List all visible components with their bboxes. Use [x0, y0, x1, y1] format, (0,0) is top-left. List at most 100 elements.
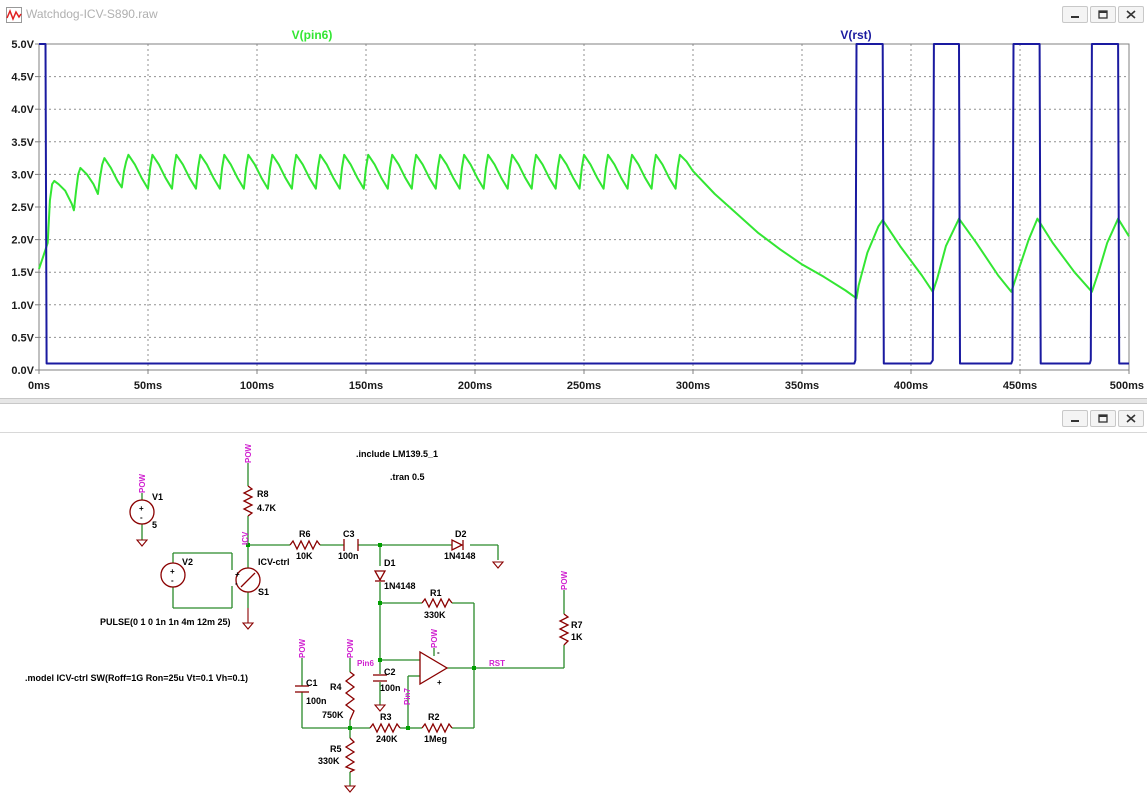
minimize-icon	[1071, 420, 1079, 422]
r6-name[interactable]: R6	[299, 529, 311, 539]
v2-name[interactable]: V2	[182, 557, 193, 567]
x-tick-label: 350ms	[785, 380, 819, 392]
opamp-symbol	[419, 650, 449, 686]
series-line-v-rst-[interactable]	[39, 43, 1129, 365]
ground-icon	[241, 622, 255, 630]
r4-value[interactable]: 750K	[322, 710, 344, 720]
ground-icon	[491, 561, 505, 569]
r1-value[interactable]: 330K	[424, 610, 446, 620]
r2-name[interactable]: R2	[428, 712, 440, 722]
switch-s1-plus: +	[235, 570, 240, 579]
y-tick-label: 3.0V	[11, 169, 34, 181]
d1-value[interactable]: 1N4148	[384, 581, 416, 591]
waveform-restore-button[interactable]	[1090, 6, 1116, 23]
r8-name[interactable]: R8	[257, 489, 269, 499]
schematic-close-button[interactable]	[1118, 410, 1144, 427]
r4-name[interactable]: R4	[330, 682, 342, 692]
net-label-pow-r8[interactable]: POW	[244, 443, 253, 463]
schematic-wires	[141, 463, 565, 786]
x-tick-label: 150ms	[349, 380, 383, 392]
net-label-pow-c1[interactable]: POW	[298, 638, 307, 658]
y-tick-label: 3.5V	[11, 137, 34, 149]
y-tick-label: 1.5V	[11, 267, 34, 279]
r5-resistor-symbol	[344, 737, 356, 773]
y-tick-label: 2.5V	[11, 202, 34, 214]
schematic-titlebar[interactable]	[0, 404, 1147, 433]
switch-s1-minus: -	[235, 579, 238, 588]
r8-value[interactable]: 4.7K	[257, 503, 277, 513]
r2-resistor-symbol	[421, 722, 453, 734]
d2-value[interactable]: 1N4148	[444, 551, 476, 561]
r7-name[interactable]: R7	[571, 620, 583, 630]
y-tick-label: 5.0V	[11, 39, 34, 51]
r7-resistor-symbol	[558, 613, 570, 646]
c1-name[interactable]: C1	[306, 678, 318, 688]
d2-name[interactable]: D2	[455, 529, 467, 539]
y-tick-label: 2.0V	[11, 235, 34, 247]
v1-source-symbol	[129, 499, 155, 525]
ground-icon	[373, 704, 387, 712]
directive-model[interactable]: .model ICV-ctrl SW(Roff=1G Ron=25u Vt=0.…	[25, 673, 248, 683]
minimize-icon	[1071, 16, 1079, 18]
net-label-icv[interactable]: ICV	[241, 531, 250, 545]
net-label-rst[interactable]: RST	[489, 659, 505, 668]
legend-v-pin6[interactable]: V(pin6)	[292, 28, 333, 42]
r8-resistor-symbol	[242, 485, 254, 517]
r6-value[interactable]: 10K	[296, 551, 313, 561]
v1-name[interactable]: V1	[152, 492, 163, 502]
series-line-v-pin6-[interactable]	[38, 153, 1130, 300]
waveform-close-button[interactable]	[1118, 6, 1144, 23]
net-label-pow-opamp[interactable]: POW	[430, 628, 439, 648]
r4-resistor-symbol	[344, 671, 356, 721]
net-label-pow-r4[interactable]: POW	[346, 638, 355, 658]
c2-name[interactable]: C2	[384, 667, 396, 677]
source-v2-minus: -	[171, 576, 174, 585]
schematic-canvas[interactable]: + - + - + - - + .include LM139.5_1 .tran…	[0, 432, 1147, 800]
r3-name[interactable]: R3	[380, 712, 392, 722]
r5-value[interactable]: 330K	[318, 756, 340, 766]
r1-name[interactable]: R1	[430, 588, 442, 598]
v1-value[interactable]: 5	[152, 520, 157, 530]
pane-splitter[interactable]	[0, 398, 1147, 404]
net-label-pin6[interactable]: Pin6	[357, 659, 374, 668]
directive-tran[interactable]: .tran 0.5	[390, 472, 425, 482]
waveform-chart[interactable]: 0.0V0.5V1.0V1.5V2.0V2.5V3.0V3.5V4.0V4.5V…	[0, 28, 1147, 397]
close-icon	[1126, 10, 1136, 19]
v2-pulse-value[interactable]: PULSE(0 1 0 1n 1n 4m 12m 25)	[100, 617, 231, 627]
r7-value[interactable]: 1K	[571, 632, 583, 642]
schematic-minimize-button[interactable]	[1062, 410, 1088, 427]
restore-icon	[1098, 10, 1108, 19]
net-label-pow-v1[interactable]: POW	[138, 473, 147, 493]
directive-include[interactable]: .include LM139.5_1	[356, 449, 438, 459]
source-v1-minus: -	[140, 513, 143, 522]
c1-value[interactable]: 100n	[306, 696, 327, 706]
s1-name[interactable]: S1	[258, 587, 269, 597]
legend-v-rst[interactable]: V(rst)	[840, 28, 871, 42]
net-label-pin7[interactable]: Pin7	[403, 688, 412, 705]
s1-value[interactable]: ICV-ctrl	[258, 557, 290, 567]
r3-value[interactable]: 240K	[376, 734, 398, 744]
r2-value[interactable]: 1Meg	[424, 734, 447, 744]
opamp-minus-sign: -	[437, 648, 440, 657]
schematic-restore-button[interactable]	[1090, 410, 1116, 427]
chart-gridlines	[39, 44, 1129, 370]
schematic-components	[129, 485, 570, 773]
d1-name[interactable]: D1	[384, 558, 396, 568]
c3-name[interactable]: C3	[343, 529, 355, 539]
ground-icon	[343, 785, 357, 793]
c2-value[interactable]: 100n	[380, 683, 401, 693]
x-tick-label: 0ms	[28, 380, 50, 392]
y-tick-label: 0.5V	[11, 332, 34, 344]
waveform-titlebar[interactable]: Watchdog-ICV-S890.raw	[0, 0, 1147, 30]
r5-name[interactable]: R5	[330, 744, 342, 754]
net-label-pow-r7[interactable]: POW	[560, 570, 569, 590]
waveform-minimize-button[interactable]	[1062, 6, 1088, 23]
y-tick-label: 0.0V	[11, 365, 34, 377]
schematic-junctions	[246, 543, 476, 730]
ground-symbols	[135, 539, 505, 793]
c3-value[interactable]: 100n	[338, 551, 359, 561]
v2-source-symbol	[160, 562, 186, 588]
